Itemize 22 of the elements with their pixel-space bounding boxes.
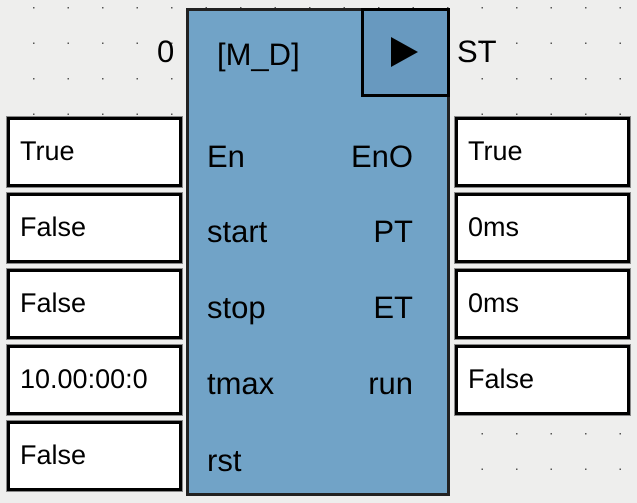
pin-label: tmax <box>207 366 274 402</box>
block-title: [M_D] <box>217 37 300 73</box>
value-field: True <box>7 117 182 187</box>
beside-label: ST <box>457 34 497 70</box>
pin-label: PT <box>373 214 413 250</box>
value-field: 0ms <box>455 269 630 339</box>
pin-label: En <box>207 139 245 175</box>
pin-label: run <box>368 366 413 402</box>
value-field: False <box>7 193 182 263</box>
value-field: 0ms <box>455 193 630 263</box>
pin-label: EnO <box>350 139 413 175</box>
pin-label: rst <box>207 443 242 479</box>
pin-label: stop <box>207 290 266 326</box>
value-field: 10.00:00:0 <box>7 345 182 415</box>
value-field: False <box>455 345 630 415</box>
beside-label: 0 <box>157 34 174 70</box>
value-field: False <box>7 421 182 491</box>
function-block <box>186 8 450 496</box>
value-field: False <box>7 269 182 339</box>
value-field: True <box>455 117 630 187</box>
pin-label: ET <box>373 290 413 326</box>
pin-label: start <box>207 214 268 250</box>
